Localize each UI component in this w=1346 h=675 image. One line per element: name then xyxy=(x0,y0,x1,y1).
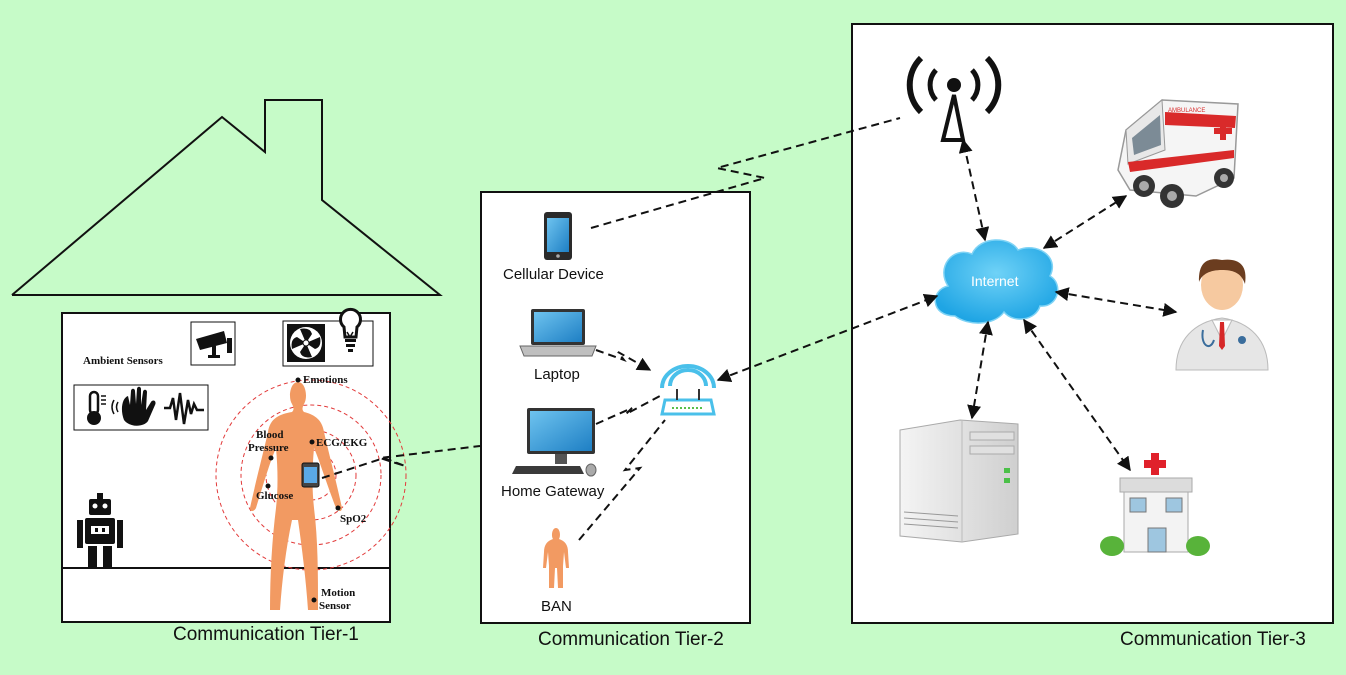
motion-label: Motion xyxy=(321,587,356,599)
ban-body-icon xyxy=(543,528,569,588)
home-gateway-label: Home Gateway xyxy=(501,483,605,500)
home-gateway-icon xyxy=(512,408,597,477)
pressure-label: Pressure xyxy=(248,442,289,454)
hand-wave-icon xyxy=(111,386,156,426)
robot-icon xyxy=(77,493,123,568)
fan-bulb-sensor-box xyxy=(282,307,374,367)
tier3-label: Communication Tier-3 xyxy=(1120,629,1306,650)
blood-label: Blood xyxy=(256,429,284,441)
emotions-label: Emotions xyxy=(303,374,348,386)
security-camera-icon xyxy=(196,331,232,358)
router-icon xyxy=(660,364,716,416)
human-body-icon xyxy=(250,382,342,610)
laptop-label: Laptop xyxy=(534,366,580,383)
antenna-icon xyxy=(906,55,1002,142)
camera-sensor-box xyxy=(190,321,236,366)
tier2-label: Communication Tier-2 xyxy=(538,629,724,650)
hospital-icon xyxy=(1100,453,1210,556)
ambient-sensors-label: Ambient Sensors xyxy=(83,355,163,367)
house-roof xyxy=(11,99,443,296)
server-icon xyxy=(899,419,1019,543)
glucose-label: Glucose xyxy=(256,490,294,502)
cellular-device-label: Cellular Device xyxy=(503,266,604,283)
cloud-icon xyxy=(934,239,1059,324)
smartphone-icon xyxy=(301,462,320,488)
tier1-label: Communication Tier-1 xyxy=(173,624,359,645)
internet-label: Internet xyxy=(971,273,1019,289)
laptop-icon xyxy=(519,309,597,357)
ban-label: BAN xyxy=(541,598,572,615)
svg-text:AMBULANCE: AMBULANCE xyxy=(1168,108,1205,114)
connections xyxy=(321,117,1178,541)
cellular-device-icon xyxy=(544,212,572,260)
sensor-row-box xyxy=(73,384,209,431)
ambulance-icon: AMBULANCE xyxy=(1117,98,1239,208)
light-bulb-icon xyxy=(339,307,362,352)
fan-icon xyxy=(287,324,325,362)
ecg-label: ECG/EKG xyxy=(316,437,368,449)
sensor-label: Sensor xyxy=(319,600,351,612)
doctor-icon xyxy=(1175,259,1269,371)
spo2-label: SpO2 xyxy=(340,513,367,525)
thermometer-icon xyxy=(87,390,106,425)
body-sensor-dots xyxy=(265,377,341,603)
signal-wave-icon xyxy=(164,392,204,425)
